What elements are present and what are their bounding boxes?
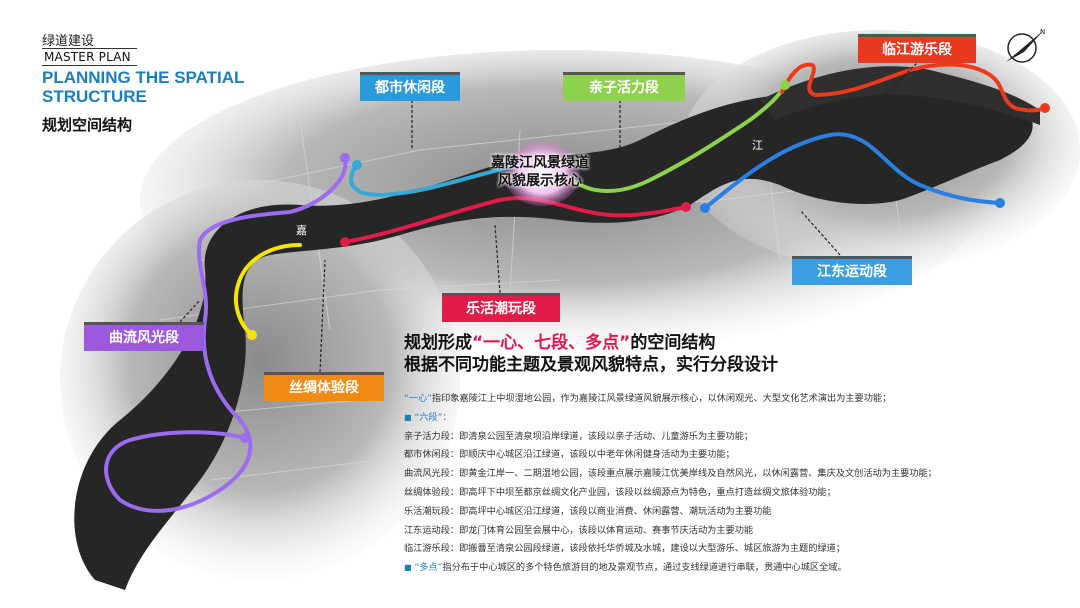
- bullet-square-icon: ■: [404, 412, 412, 422]
- bullet-square-icon: ■: [404, 563, 412, 573]
- segment-label-sichou: 丝绸体验段: [264, 372, 384, 401]
- segment-label-quliu: 曲流风光段: [84, 322, 204, 351]
- route-purple: [104, 156, 348, 513]
- route-green: [568, 83, 787, 193]
- detail-multi-text: 指分布于中心城区的多个特色旅游目的地及景观节点，通过支线绿道进行串联，贯通中心城…: [442, 562, 847, 574]
- segment-label-dushi: 都市休闲段: [360, 72, 460, 101]
- summary-line1-pre: 规划形成: [404, 333, 472, 353]
- segment-label-jiangdong: 江东运动段: [792, 256, 912, 285]
- leader-lines: [179, 59, 921, 373]
- summary-line1: 规划形成“一心、七段、多点”的空间结构: [404, 328, 715, 353]
- detail-item: 曲流风光段：即黄金江岸一、二期湿地公园，该段重点展示嘉陵江优美岸线及自然风光，以…: [404, 468, 937, 480]
- category-label: 绿道建设: [42, 34, 95, 49]
- core-node: [504, 142, 580, 206]
- detail-item: 乐活潮玩段：即高坪中心城区沿江绿道，该段以商业消费、休闲露营、潮玩活动为主要功能: [404, 505, 772, 517]
- summary-highlight: “一心、七段、多点”: [472, 333, 631, 353]
- detail-core-text: 指印象嘉陵江上中坝湿地公园，作为嘉陵江风景绿道风貌展示核心，以休闲观光、大型文化…: [431, 393, 892, 404]
- page-title: PLANNING THE SPATIAL STRUCTURE: [42, 68, 302, 106]
- route-orange: [780, 62, 1047, 113]
- detail-item: 都市休闲段：即顺庆中心城区沿江绿道，该段以中老年休闲健身活动为主要功能；: [404, 449, 735, 461]
- title-en-line2: STRUCTURE: [42, 87, 147, 106]
- core-label-line2: 风貌展示核心: [498, 173, 582, 189]
- detail-six-tag: “六段”：: [414, 411, 452, 423]
- detail-multi: ■ “多点”指分布于中心城区的多个特色旅游目的地及景观节点，通过支线绿道进行串联…: [404, 559, 1064, 578]
- page-title-cn: 规划空间结构: [42, 116, 133, 134]
- summary-line2: 根据不同功能主题及景观风貌特点，实行分段设计: [404, 355, 778, 375]
- core-label: 嘉陵江风景绿道 风貌展示核心: [470, 154, 610, 190]
- route-yellow: [233, 243, 302, 337]
- route-endpoints: [240, 80, 1050, 443]
- segment-label-linjiang: 临江游乐段: [858, 34, 976, 63]
- detail-item: 丝绸体验段：即高坪下中坝至都京丝绸文化产业园，该段以丝绸源点为特色，重点打造丝绸…: [404, 486, 836, 498]
- detail-core: “一心”指印象嘉陵江上中坝湿地公园，作为嘉陵江风景绿道风貌展示核心，以休闲观光、…: [404, 390, 1064, 409]
- detail-item: 江东运动段：即龙门体育公园至会展中心，该段以体育运动、赛事节庆活动为主要功能: [404, 524, 754, 536]
- core-label-line1: 嘉陵江风景绿道: [491, 155, 589, 171]
- route-blue: [703, 132, 1002, 210]
- detail-core-tag: “一心”: [404, 393, 432, 404]
- river-char-jiang: 江: [752, 139, 763, 152]
- detail-multi-tag: “多点”: [414, 562, 443, 574]
- segment-label-qinzi: 亲子活力段: [563, 72, 685, 101]
- detail-item: 亲子活力段：即清泉公园至清泉坝沿岸绿道，该段以亲子活动、儿童游乐为主要功能；: [404, 430, 754, 442]
- segment-label-lehuo: 乐活潮玩段: [442, 293, 560, 322]
- compass-icon: N: [1006, 28, 1045, 63]
- svg-text:N: N: [1040, 28, 1045, 36]
- master-plan-label: MASTER PLAN: [42, 48, 137, 66]
- title-en-line1: PLANNING THE SPATIAL: [42, 68, 245, 87]
- details-list: “一心”指印象嘉陵江上中坝湿地公园，作为嘉陵江风景绿道风貌展示核心，以休闲观光、…: [404, 390, 1064, 578]
- summary-line1-post: 的空间结构: [630, 333, 716, 353]
- river-char-jia: 嘉: [296, 224, 307, 237]
- detail-six-heading: ■ “六段”：: [404, 409, 1064, 428]
- detail-item: 临江游乐段：即搬罾至清泉公园段绿道，该段依托华侨城及水城，建设以大型游乐、城区旅…: [404, 543, 845, 555]
- greenway-routes: [104, 62, 1047, 513]
- jialing-river: [74, 66, 1040, 591]
